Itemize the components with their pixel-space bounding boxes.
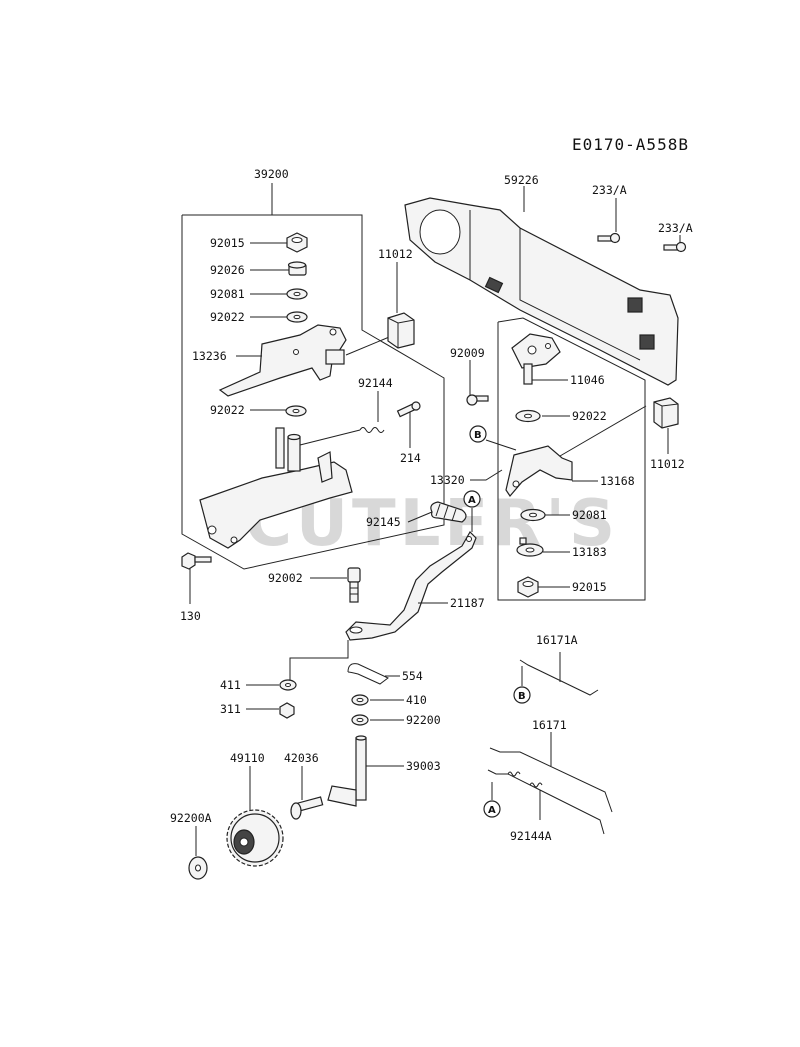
label-13168: 13168 [600, 474, 635, 488]
part-washer-92081-left [286, 288, 308, 300]
part-spring-92144 [299, 427, 385, 446]
part-bolt-92002 [347, 567, 361, 603]
label-92081-left: 92081 [210, 287, 245, 301]
label-411: 411 [220, 678, 241, 692]
part-screw-233a-1 [597, 232, 621, 244]
label-16171: 16171 [532, 718, 567, 732]
svg-text:B: B [518, 691, 526, 702]
label-233a-1: 233/A [592, 183, 627, 197]
part-washer-410 [351, 694, 369, 706]
part-bracket-13168 [505, 445, 573, 497]
part-spring-rod-92144a [487, 769, 605, 835]
part-bracket-11046 [511, 333, 561, 385]
part-clip-13183 [516, 537, 544, 557]
label-11012-left: 11012 [378, 247, 413, 261]
callout-b-upper: B [469, 425, 487, 443]
label-92015-left: 92015 [210, 236, 245, 250]
part-washer-92022-upper [286, 311, 308, 323]
label-49110: 49110 [230, 751, 265, 765]
label-214: 214 [400, 451, 421, 465]
leader-shaft-group [289, 640, 349, 684]
label-92002: 92002 [268, 571, 303, 585]
label-39200: 39200 [254, 167, 289, 181]
label-92022-left-2: 92022 [210, 403, 245, 417]
part-screw-214 [396, 401, 421, 418]
label-92009: 92009 [450, 346, 485, 360]
label-92144a: 92144A [510, 829, 552, 843]
part-washer-92200a [188, 856, 208, 880]
part-block-11012-right [653, 397, 679, 429]
part-pin-42036 [290, 796, 324, 820]
part-washer-92022-lower [285, 405, 307, 417]
part-nut-311 [279, 702, 295, 719]
label-92022-right: 92022 [572, 409, 607, 423]
callout-a-lower: A [483, 800, 501, 818]
part-arm-21187 [345, 531, 477, 641]
label-39003: 39003 [406, 759, 441, 773]
part-bracket-base [199, 427, 353, 549]
leaders-right [469, 360, 669, 588]
label-59226: 59226 [504, 173, 539, 187]
label-92015-right: 92015 [572, 580, 607, 594]
part-washer-92081-right [520, 508, 546, 522]
label-11012-right: 11012 [650, 457, 685, 471]
part-bolt-130 [181, 552, 212, 570]
label-92022-left-1: 92022 [210, 310, 245, 324]
part-rod-16171 [489, 732, 613, 813]
label-410: 410 [406, 693, 427, 707]
label-13236: 13236 [192, 349, 227, 363]
part-block-11012-left [387, 312, 415, 349]
leader-92145 [407, 511, 433, 523]
assembly-box-right [497, 317, 646, 601]
callout-b-lower: B [513, 686, 531, 704]
part-screw-233a-2 [663, 241, 687, 253]
svg-text:A: A [468, 495, 476, 506]
part-gear-49110 [226, 809, 284, 867]
part-lever-13236 [218, 324, 347, 397]
part-washer-92200 [351, 714, 369, 726]
leaders-left [189, 242, 411, 604]
label-16171a: 16171A [536, 633, 578, 647]
assembly-box-39200 [181, 183, 445, 570]
part-nut-92015 [286, 232, 308, 253]
diagram-code: E0170-A558B [572, 135, 689, 154]
part-bushing-92026 [287, 261, 307, 276]
label-42036: 42036 [284, 751, 319, 765]
label-130: 130 [180, 609, 201, 623]
part-spring-92145 [430, 501, 467, 523]
label-311: 311 [220, 702, 241, 716]
label-92144: 92144 [358, 376, 393, 390]
part-nut-92015-right [517, 576, 539, 598]
part-rod-16171a [519, 652, 599, 696]
label-11046: 11046 [570, 373, 605, 387]
part-shaft-39003 [327, 735, 367, 807]
label-92026: 92026 [210, 263, 245, 277]
part-screw-92009 [466, 394, 489, 406]
label-233a-2: 233/A [658, 221, 693, 235]
callout-a-upper: A [463, 490, 481, 508]
part-pin-554 [347, 663, 389, 685]
label-13320: 13320 [430, 473, 465, 487]
part-washer-411 [279, 679, 297, 691]
svg-text:A: A [488, 805, 496, 816]
label-92145: 92145 [366, 515, 401, 529]
label-92200: 92200 [406, 713, 441, 727]
svg-text:B: B [474, 430, 482, 441]
label-92081-right: 92081 [572, 508, 607, 522]
label-92200a: 92200A [170, 811, 212, 825]
label-13183: 13183 [572, 545, 607, 559]
part-housing-59226 [404, 197, 679, 386]
label-554: 554 [402, 669, 423, 683]
part-washer-92022-right [515, 409, 541, 423]
label-21187: 21187 [450, 596, 485, 610]
